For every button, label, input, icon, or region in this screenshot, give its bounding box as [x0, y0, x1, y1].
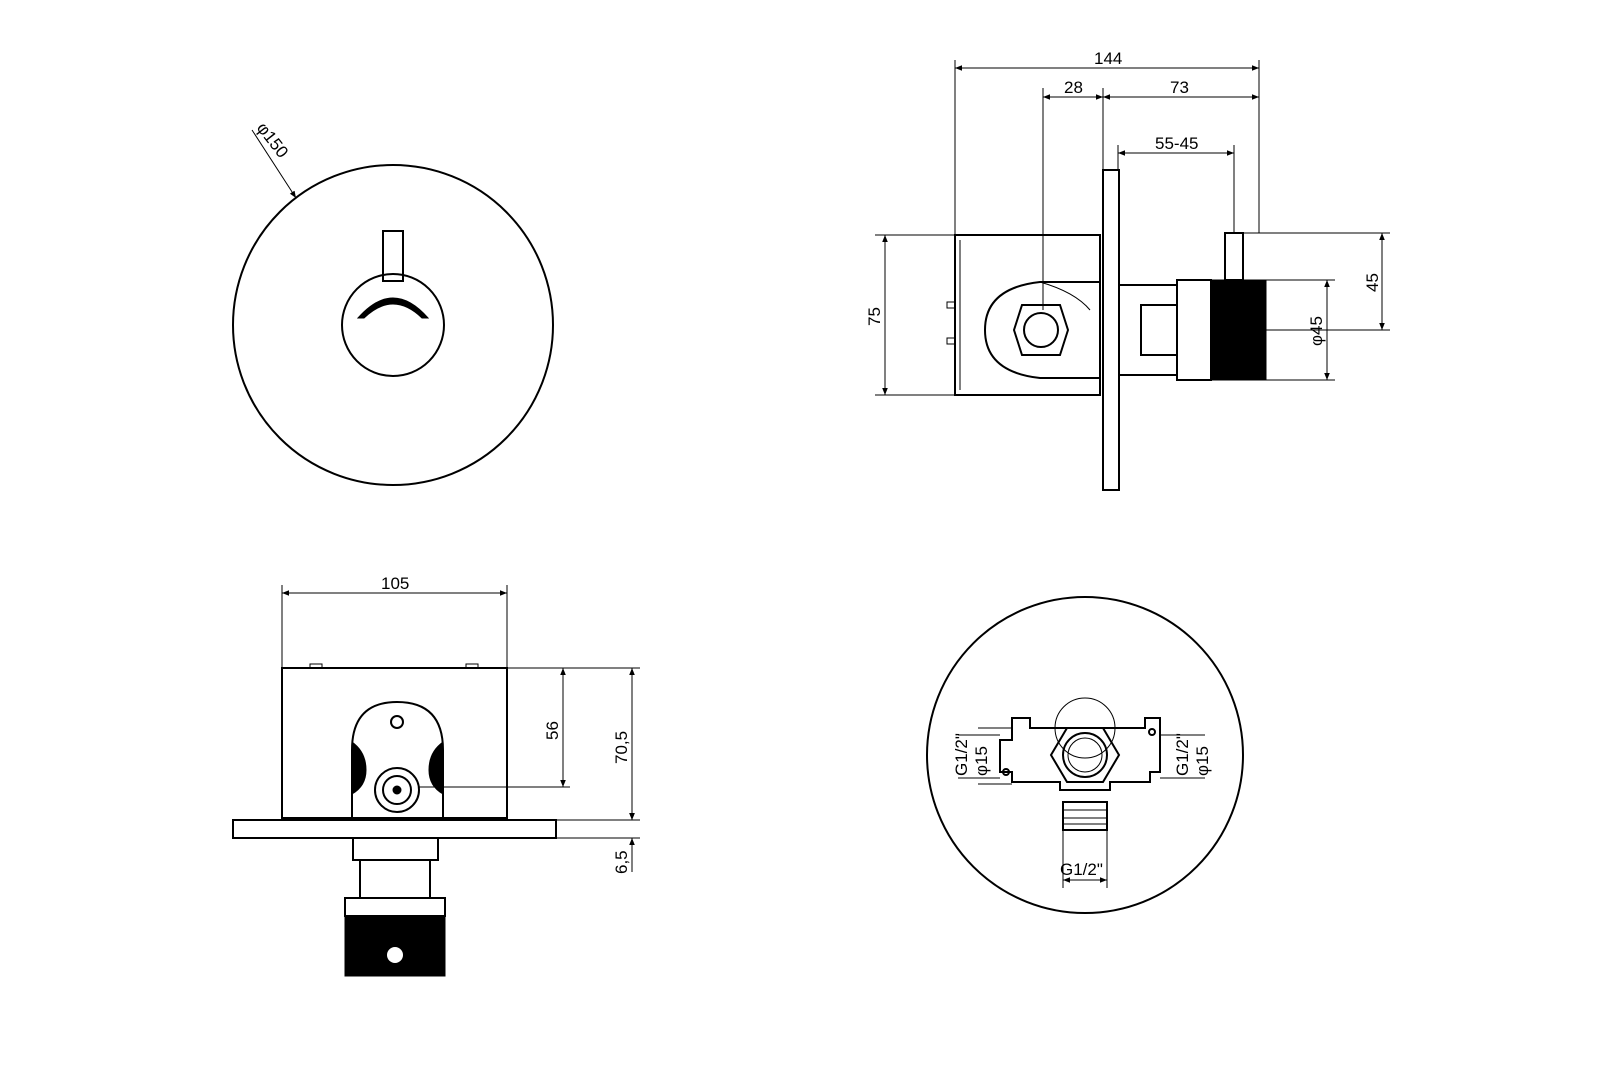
side-wall-plate	[1102, 169, 1120, 491]
front-handle-base	[341, 273, 445, 377]
side-view: 144 28 73 55-45 75 45 φ45	[865, 49, 1390, 491]
rear-left-phi-label: φ15	[972, 746, 991, 776]
dim-73-label: 73	[1170, 78, 1189, 97]
side-nut	[1012, 304, 1070, 356]
dim-28-label: 28	[1064, 78, 1083, 97]
dim-phi45-label: φ45	[1307, 316, 1326, 346]
front-view: φ150	[232, 119, 554, 486]
rear-right-phi-label: φ15	[1193, 746, 1212, 776]
front-handle-arc	[356, 297, 430, 319]
dim-70-5-label: 70,5	[612, 731, 631, 764]
side-knob-collar	[1176, 279, 1212, 381]
bottom-knob	[344, 915, 446, 977]
front-lever	[382, 230, 404, 282]
front-cover-plate	[232, 164, 554, 486]
bottom-view: 105 56 70,5 6,5	[232, 574, 640, 977]
side-knob	[1210, 279, 1267, 381]
dim-6-5-label: 6,5	[612, 850, 631, 874]
rear-nut	[1049, 727, 1121, 783]
bottom-housing	[281, 667, 508, 819]
dim-105-label: 105	[381, 574, 409, 593]
front-diameter-leader	[251, 129, 297, 199]
side-lever	[1224, 232, 1244, 281]
dim-55-45-label: 55-45	[1155, 134, 1198, 153]
rear-outlet	[1062, 801, 1108, 831]
rear-right-g-label: G1/2"	[1173, 733, 1192, 776]
dim-45-label: 45	[1363, 273, 1382, 292]
rear-left-g-label: G1/2"	[952, 733, 971, 776]
side-housing	[954, 234, 1101, 396]
rear-cover-plate	[926, 596, 1244, 914]
rear-view: G1/2" φ15 G1/2" φ15 G1/2"	[926, 596, 1244, 914]
side-boss	[983, 281, 1100, 379]
dim-75-label: 75	[865, 307, 884, 326]
bottom-boss	[351, 700, 444, 818]
rear-body	[999, 717, 1161, 791]
dim-144-label: 144	[1094, 49, 1122, 68]
bottom-wall-plate	[232, 819, 557, 839]
bottom-outlet	[374, 767, 420, 813]
rear-bottom-g-label: G1/2"	[1060, 860, 1103, 879]
dim-56-label: 56	[543, 721, 562, 740]
